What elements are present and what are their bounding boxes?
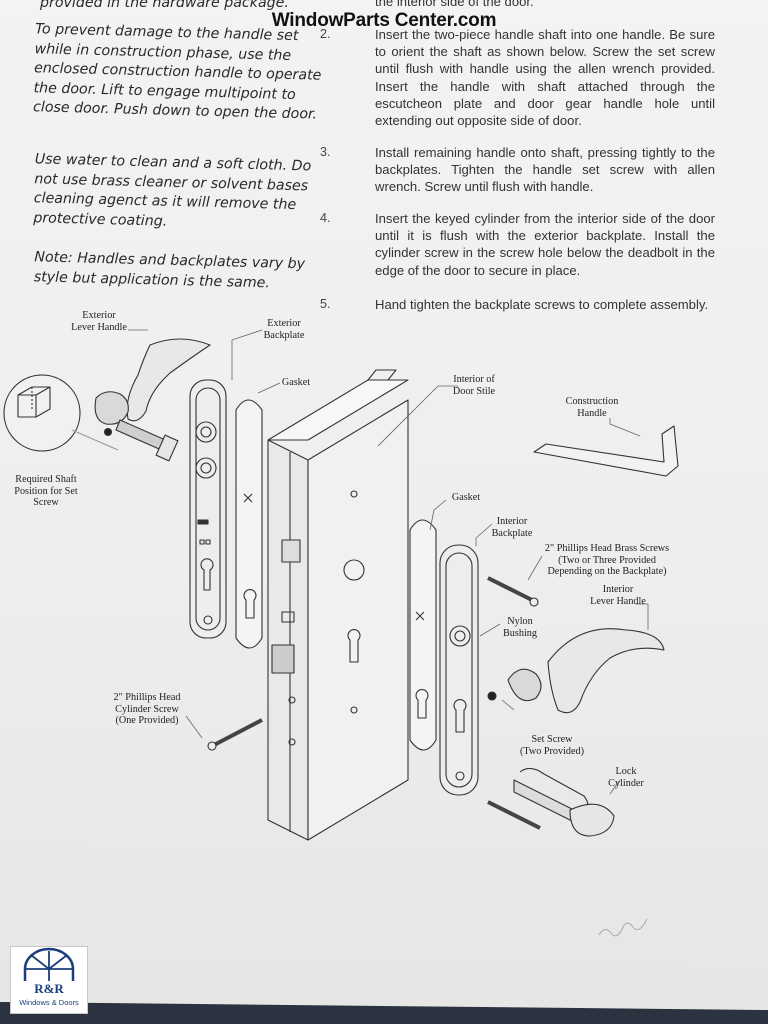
gasket-right	[409, 519, 437, 751]
set-screw	[487, 691, 497, 701]
label-interior-backplate: Interior Backplate	[491, 516, 533, 539]
label-interior-door-stile: Interior of Door Stile	[452, 374, 496, 397]
label-phillips-brass-screws: 2" Phillips Head Brass Screws (Two or Th…	[544, 543, 670, 577]
watermark: WindowParts Center.com	[271, 10, 497, 31]
step-number: 4.	[320, 211, 331, 225]
label-exterior-backplate: Exterior Backplate	[263, 318, 305, 341]
label-gasket-right: Gasket	[451, 492, 481, 503]
cylinder-screw	[213, 718, 263, 747]
label-required-shaft: Required Shaft Position for Set Screw	[14, 474, 78, 508]
step-number: 3.	[320, 145, 331, 159]
step1-tail: the interior side of the door.	[375, 0, 534, 9]
door-stile	[267, 369, 409, 841]
step-text: Hand tighten the backplate screws to com…	[375, 297, 709, 312]
label-lock-cylinder: Lock Cylinder	[608, 766, 644, 789]
brass-screw	[487, 576, 533, 602]
brand-logo: R&R Windows & Doors	[10, 946, 88, 1014]
logo-text: R&R	[34, 981, 64, 996]
logo-subtext: Windows & Doors	[19, 998, 79, 1007]
gasket-left	[235, 399, 263, 649]
label-nylon-bushing: Nylon Bushing	[503, 616, 537, 639]
step-text: Insert the two-piece handle shaft into o…	[375, 27, 715, 129]
label-gasket-left: Gasket	[281, 377, 311, 388]
cutoff-line: provided in the hardware package.	[40, 0, 289, 11]
step-number: 5.	[320, 297, 331, 311]
interior-lever-handle	[507, 628, 665, 714]
shaft-callout	[3, 374, 119, 452]
exterior-lever-handle	[94, 338, 211, 462]
handwritten-mark	[598, 918, 648, 937]
label-construction-handle: Construction Handle	[565, 396, 619, 419]
lock-cylinder	[487, 767, 615, 837]
label-exterior-lever-handle: Exterior Lever Handle	[71, 310, 127, 333]
label-interior-lever-handle: Interior Lever Handle	[590, 584, 646, 607]
label-set-screw: Set Screw (Two Provided)	[519, 734, 585, 757]
interior-backplate	[439, 544, 479, 796]
construction-handle	[533, 425, 679, 477]
exterior-backplate	[189, 379, 227, 639]
step-text: Install remaining handle onto shaft, pre…	[375, 145, 715, 195]
label-cylinder-screw: 2" Phillips Head Cylinder Screw (One Pro…	[113, 692, 181, 726]
arched-window-icon	[23, 947, 75, 981]
step-number: 2.	[320, 27, 331, 41]
step-text: Insert the keyed cylinder from the inter…	[375, 211, 715, 278]
